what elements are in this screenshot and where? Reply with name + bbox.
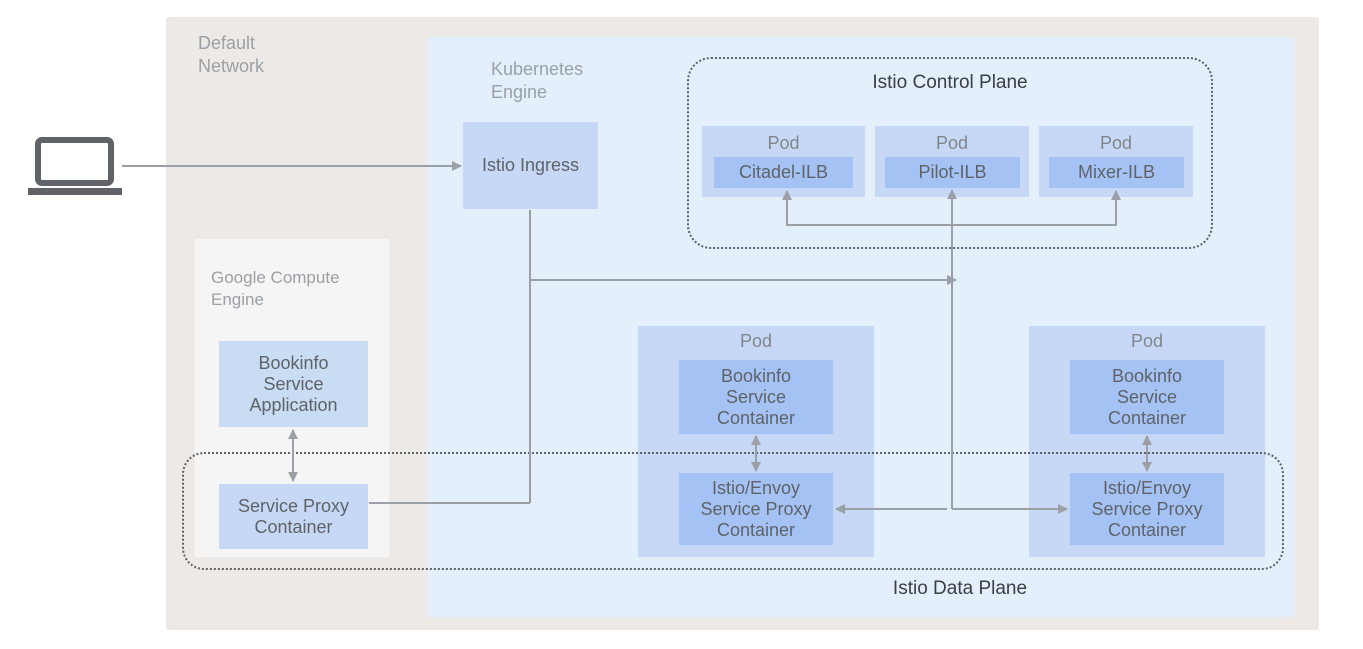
control-plane-bus bbox=[782, 190, 1121, 226]
laptop-icon bbox=[28, 137, 122, 195]
data-pod-1-envoy-proxy: Istio/Envoy Service Proxy Container bbox=[679, 473, 833, 545]
bookinfo-service-application: Bookinfo Service Application bbox=[219, 341, 368, 427]
mixer-ilb: Mixer-ILB bbox=[1049, 157, 1184, 188]
istio-data-plane-title: Istio Data Plane bbox=[892, 578, 1028, 599]
data-pod-1-label: Pod bbox=[739, 331, 773, 351]
control-pod-mixer-label: Pod bbox=[1099, 133, 1133, 153]
default-network-label: Default Network bbox=[198, 33, 265, 76]
data-pod-2-label: Pod bbox=[1130, 331, 1164, 351]
service-proxy-container: Service Proxy Container bbox=[219, 484, 368, 549]
istio-data-plane-region bbox=[182, 452, 1284, 570]
compute-engine-label: Google Compute Engine bbox=[211, 268, 340, 309]
data-pod-2-bookinfo-service: Bookinfo Service Container bbox=[1070, 360, 1224, 434]
istio-ingress: Istio Ingress bbox=[463, 122, 598, 209]
kubernetes-engine-label: Kubernetes Engine bbox=[491, 59, 584, 102]
data-pod-2-envoy-proxy: Istio/Envoy Service Proxy Container bbox=[1070, 473, 1224, 545]
control-pod-pilot-label: Pod bbox=[935, 133, 969, 153]
istio-control-plane-region bbox=[687, 57, 1213, 249]
citadel-ilb: Citadel-ILB bbox=[714, 157, 853, 188]
data-pod-1-bookinfo-service: Bookinfo Service Container bbox=[679, 360, 833, 434]
istio-control-plane-title: Istio Control Plane bbox=[872, 72, 1028, 93]
pilot-ilb: Pilot-ILB bbox=[885, 157, 1020, 188]
control-pod-citadel-label: Pod bbox=[767, 133, 800, 153]
